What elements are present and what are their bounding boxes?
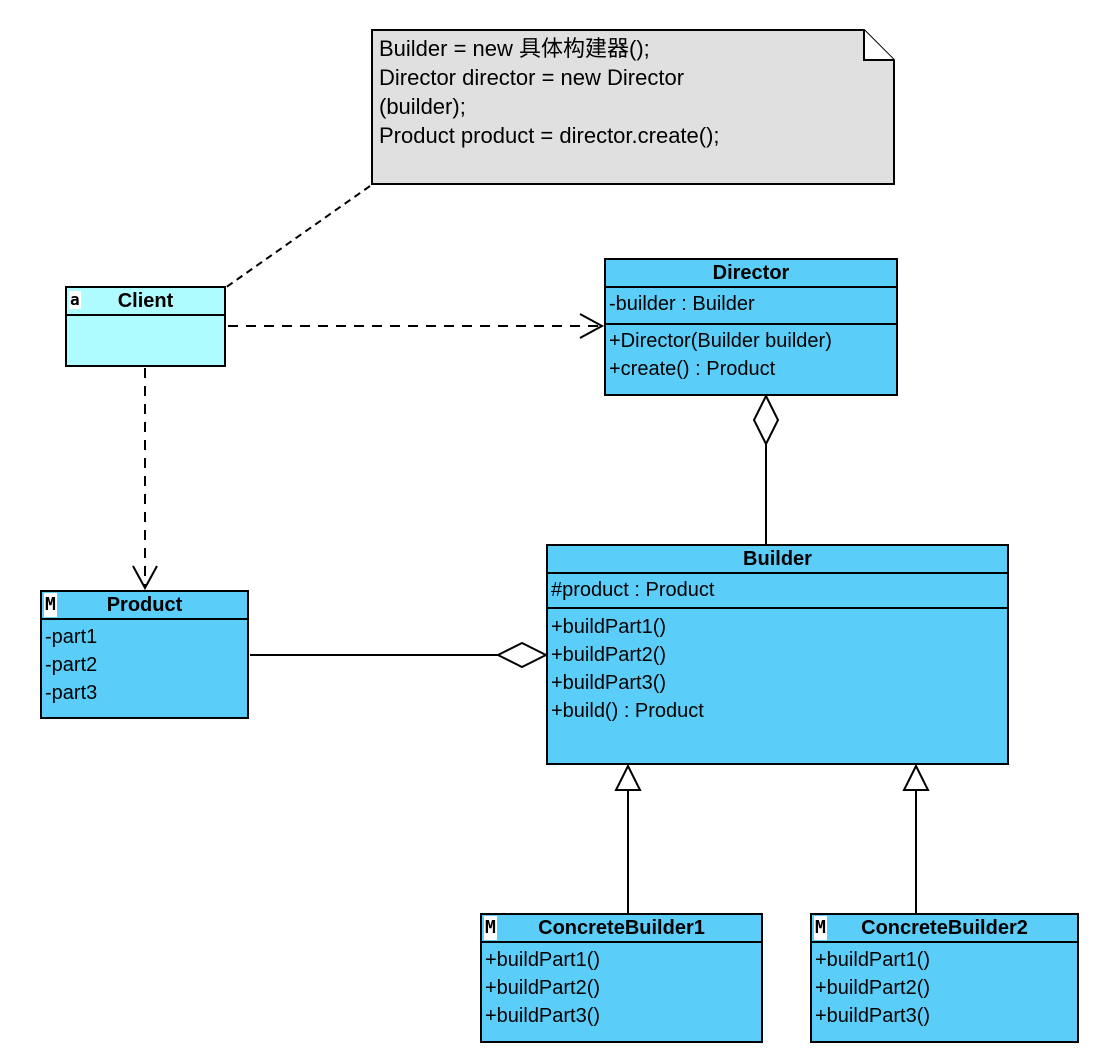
operation: +buildPart3() xyxy=(815,1005,931,1027)
class-name: Builder xyxy=(743,548,812,570)
note-shape xyxy=(371,29,895,185)
note: Builder = new 具体构建器(); Director director … xyxy=(379,34,720,150)
generalization-triangle-icon xyxy=(902,763,930,791)
actor-icon: a xyxy=(69,290,81,309)
class-header: M ConcreteBuilder2 xyxy=(812,915,1077,943)
generalization-triangle-icon xyxy=(614,763,642,791)
class-builder[interactable]: Builder #product : Product +buildPart1()… xyxy=(546,544,1009,765)
class-name: ConcreteBuilder1 xyxy=(538,917,705,939)
model-icon: M xyxy=(814,916,827,940)
attributes: -part1 -part2 -part3 xyxy=(42,620,247,707)
model-icon: M xyxy=(44,593,57,617)
operations: +buildPart1() +buildPart2() +buildPart3() xyxy=(812,943,1077,1030)
class-product[interactable]: M Product -part1 -part2 -part3 xyxy=(40,590,249,719)
operation: +buildPart2() xyxy=(551,644,667,666)
operation: +buildPart3() xyxy=(551,672,667,694)
attributes: #product : Product xyxy=(548,574,1007,609)
operation: +buildPart2() xyxy=(815,977,931,999)
operation: +buildPart1() xyxy=(815,949,931,971)
operation: +build() : Product xyxy=(551,700,704,722)
operations: +Director(Builder builder) +create() : Pr… xyxy=(606,325,896,383)
note-line: Director director = new Director xyxy=(379,65,685,90)
operation: +buildPart2() xyxy=(485,977,601,999)
operations: +buildPart1() +buildPart2() +buildPart3() +… xyxy=(548,609,1007,725)
class-header: M ConcreteBuilder1 xyxy=(482,915,761,943)
note-anchor-line xyxy=(224,185,371,289)
class-director[interactable]: Director -builder : Builder +Director(Bu… xyxy=(604,258,898,396)
class-client[interactable]: a Client xyxy=(65,286,226,367)
note-line: Builder = new 具体构建器(); xyxy=(379,36,650,61)
operation: +buildPart3() xyxy=(485,1005,601,1027)
model-icon: M xyxy=(484,916,497,940)
open-arrow-icon xyxy=(579,313,605,339)
class-name: Director xyxy=(712,262,790,284)
attribute: -part2 xyxy=(45,654,98,676)
operation: +create() : Product xyxy=(609,358,776,380)
class-name: Product xyxy=(106,594,183,616)
operation: +Director(Builder builder) xyxy=(609,330,832,352)
aggregation-diamond-icon xyxy=(752,393,780,447)
operation: +buildPart1() xyxy=(551,616,667,638)
attribute: -part3 xyxy=(45,682,98,704)
class-name: ConcreteBuilder2 xyxy=(861,917,1028,939)
class-header: a Client xyxy=(67,288,224,316)
class-header: Director xyxy=(606,260,896,288)
attribute: -part1 xyxy=(45,626,98,648)
aggregation-diamond-icon xyxy=(495,641,549,669)
class-header: M Product xyxy=(42,592,247,620)
attribute: #product : Product xyxy=(551,579,715,601)
attributes: -builder : Builder xyxy=(606,288,896,325)
note-line: (builder); xyxy=(379,94,466,119)
operation: +buildPart1() xyxy=(485,949,601,971)
class-header: Builder xyxy=(548,546,1007,574)
class-name: Client xyxy=(117,290,174,312)
operations: +buildPart1() +buildPart2() +buildPart3() xyxy=(482,943,761,1030)
open-arrow-icon xyxy=(132,565,158,591)
note-line: Product product = director.create(); xyxy=(379,123,720,148)
attribute: -builder : Builder xyxy=(609,293,755,315)
note-fold xyxy=(863,30,894,61)
